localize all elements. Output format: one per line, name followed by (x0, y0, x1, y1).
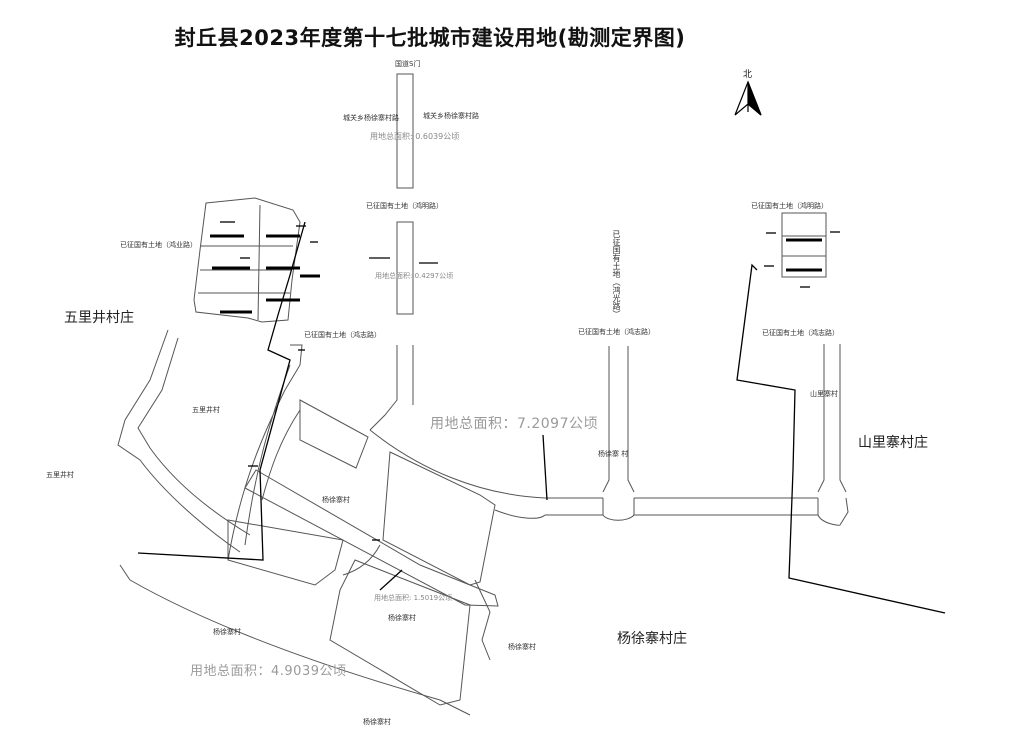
label-yangxuzhai-3: 杨徐寨村 (388, 614, 416, 622)
road-hongzhi-upper (369, 345, 414, 431)
label-right-small: 城关乡杨徐寨村路 (423, 112, 479, 120)
label-yangxuzhai-6: 杨徐寨村 (363, 718, 391, 726)
label-state-land-hongzhi: 已征国有土地（鸿志路） (304, 331, 381, 339)
label-state-land-hongye: 已征国有土地（鸿业路） (120, 241, 197, 249)
area-label-4: 用地总面积: 1.5019公顷 (374, 594, 453, 602)
label-wulijing-cun-2: 五里井村 (46, 471, 74, 479)
label-state-land-hongzhi-3: 已征国有土地（鸿志路） (762, 329, 839, 337)
area-label-5: 用地总面积：4.9039公顷 (190, 664, 347, 679)
parcel-west-block (193, 197, 301, 323)
parcel-east-block (781, 212, 827, 278)
village-shanlizhai: 山里寨村庄 (858, 435, 928, 451)
road-main-east (369, 429, 849, 526)
north-arrow-icon (734, 80, 762, 116)
boundary-west (137, 221, 306, 561)
label-yangxuzhai-5: 杨徐寨村 (508, 643, 536, 651)
label-yangxuzhai-1: 杨徐寨 村 (598, 450, 629, 458)
village-wulijing: 五里井村庄 (64, 310, 134, 326)
label-yangxuzhai-2: 杨徐寨村 (322, 496, 350, 504)
boundary-east (736, 263, 946, 614)
label-yangxuzhai-4: 杨徐寨村 (213, 628, 241, 636)
parcel-north-strip (396, 73, 414, 189)
parcel-middle-strip (396, 221, 414, 315)
road-west-curve (117, 329, 251, 553)
area-label-3: 用地总面积：7.2097公顷 (430, 416, 598, 432)
label-left-small: 城关乡杨徐寨村路 (343, 114, 399, 122)
map-title: 封丘县2023年度第十七批城市建设用地(勘测定界图) (174, 26, 686, 50)
area-label-2: 用地总面积: 0.4297公顷 (375, 272, 454, 280)
area-label-1: 用地总面积: 0.6039公顷 (370, 132, 460, 141)
label-shanlizhai-cun: 山里寨村 (810, 390, 838, 398)
north-label: 北 (743, 70, 753, 80)
label-road-top: 国道S门 (395, 60, 421, 68)
label-wulijing-cun: 五里井村 (192, 406, 220, 414)
label-state-land-vertical: 已征国有土地（鸿光路） (612, 230, 621, 318)
label-state-land-hongming-2: 已征国有土地（鸿明路） (751, 202, 828, 210)
label-state-land-hongming-1: 已征国有土地（鸿明路） (366, 202, 443, 210)
label-state-land-hongzhi-2: 已征国有土地（鸿志路） (578, 328, 655, 336)
village-yangxuzhai: 杨徐寨村庄 (617, 631, 687, 647)
